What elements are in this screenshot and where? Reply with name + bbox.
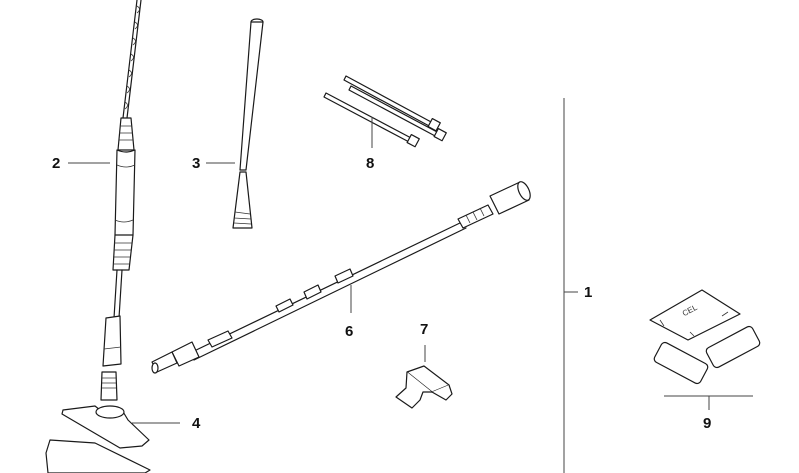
callout-1[interactable]: 1	[584, 284, 593, 301]
callout-6[interactable]: 6	[345, 323, 354, 340]
callout-9[interactable]: 9	[703, 415, 712, 432]
cable-ties	[323, 75, 447, 148]
callout-3[interactable]: 3	[192, 155, 201, 172]
antenna-cable	[151, 181, 531, 374]
antenna-mast-short	[232, 18, 264, 229]
callout-4[interactable]: 4	[192, 415, 201, 432]
callout-7[interactable]: 7	[420, 321, 429, 338]
antenna-mast-long	[102, 0, 142, 367]
cable-clip	[395, 365, 453, 409]
callout-2[interactable]: 2	[52, 155, 61, 172]
antenna-base	[45, 371, 151, 473]
callout-8[interactable]: 8	[366, 155, 375, 172]
cleaning-pads-set	[649, 289, 761, 385]
